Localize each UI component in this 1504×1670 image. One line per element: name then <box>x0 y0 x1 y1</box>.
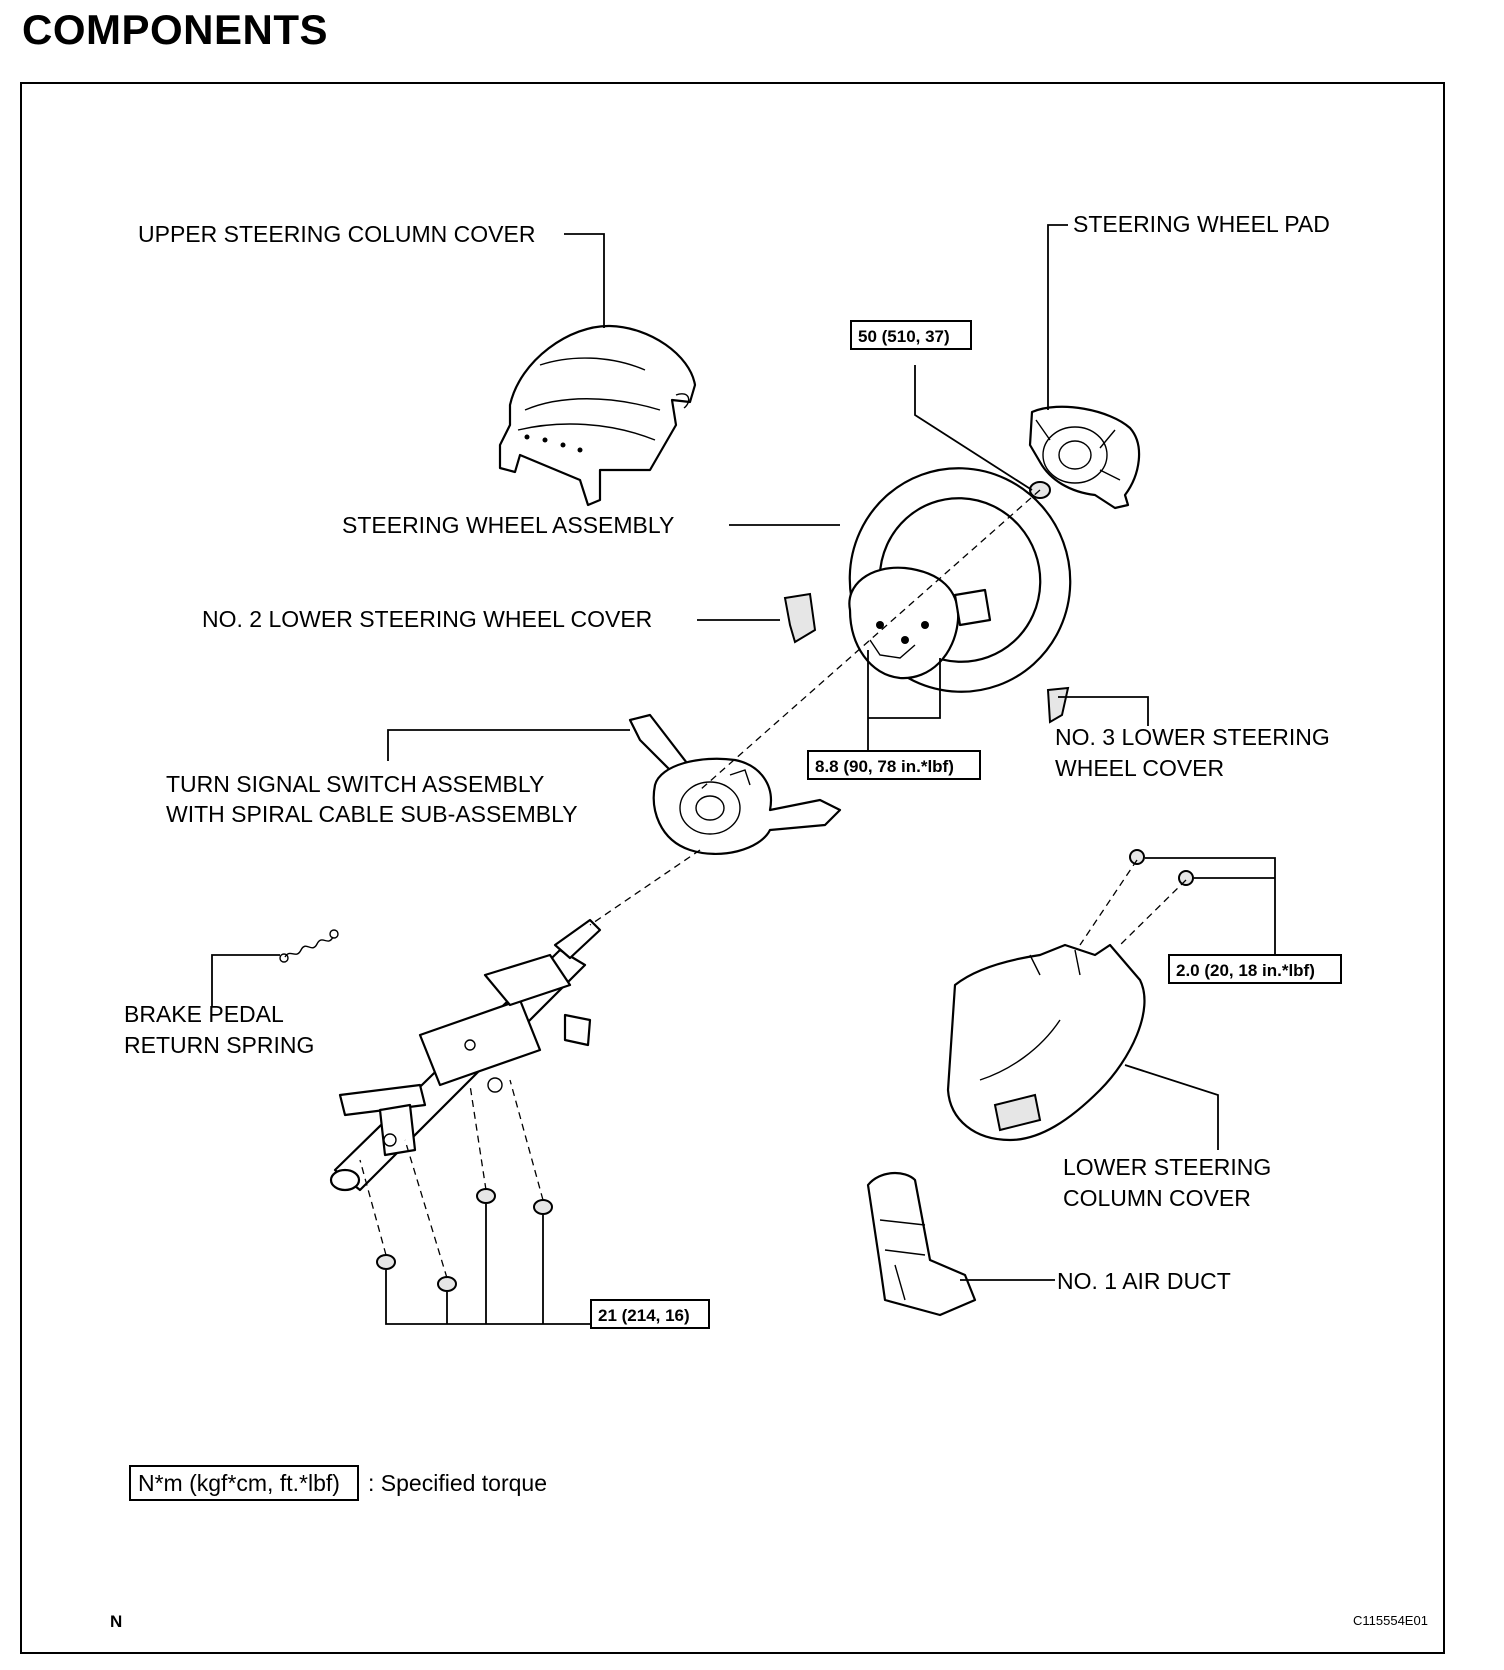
torque-wheel-nut: 50 (510, 37) <box>858 327 950 346</box>
torque-pad-screws: 8.8 (90, 78 in.*lbf) <box>815 757 954 776</box>
label-turn-signal-switch-line1: TURN SIGNAL SWITCH ASSEMBLY <box>166 771 544 797</box>
no2-lower-steering-wheel-cover-drawing <box>783 592 817 644</box>
lower-steering-column-cover-drawing <box>946 943 1146 1142</box>
diagram-frame <box>20 82 1445 1654</box>
torque-box-wheel-nut <box>850 320 972 350</box>
steering-wheel-assembly-drawing <box>848 467 1072 693</box>
legend-unit-text: N*m (kgf*cm, ft.*lbf) <box>138 1470 340 1496</box>
upper-steering-column-cover-drawing <box>498 324 697 507</box>
steering-column-drawing <box>329 918 602 1192</box>
lower-cover-screws <box>1129 849 1194 886</box>
corner-mark: N <box>110 1612 122 1631</box>
torque-box-pad-screws <box>807 750 981 780</box>
legend-description: : Specified torque <box>368 1470 547 1496</box>
label-upper-steering-column-cover: UPPER STEERING COLUMN COVER <box>138 221 535 247</box>
label-steering-wheel-assembly: STEERING WHEEL ASSEMBLY <box>342 512 674 538</box>
no3-lower-steering-wheel-cover-drawing <box>1046 686 1070 724</box>
label-turn-signal-switch-line2: WITH SPIRAL CABLE SUB-ASSEMBLY <box>166 801 578 827</box>
torque-column-nuts: 21 (214, 16) <box>598 1306 690 1325</box>
turn-signal-switch-drawing <box>628 713 842 855</box>
legend-unit-box <box>129 1465 359 1501</box>
no1-air-duct-drawing <box>866 1172 977 1317</box>
label-brake-pedal-return-spring-line2: RETURN SPRING <box>124 1032 314 1058</box>
label-no3-lower-steering-wheel-cover-line2: WHEEL COVER <box>1055 755 1224 781</box>
label-brake-pedal-return-spring-line1: BRAKE PEDAL <box>124 1001 284 1027</box>
torque-box-column-nuts <box>590 1299 710 1329</box>
assembly-axis-lines <box>359 489 1187 1279</box>
leader-lines <box>211 224 1276 1325</box>
label-no3-lower-steering-wheel-cover-line1: NO. 3 LOWER STEERING <box>1055 724 1330 750</box>
torque-cover-screws: 2.0 (20, 18 in.*lbf) <box>1176 961 1315 980</box>
label-steering-wheel-pad: STEERING WHEEL PAD <box>1073 211 1330 237</box>
brake-pedal-return-spring-drawing <box>279 929 339 963</box>
torque-box-cover-screws <box>1168 954 1342 984</box>
column-nuts <box>376 1188 553 1292</box>
figure-code: C115554E01 <box>1353 1613 1428 1628</box>
label-lower-steering-column-cover-line1: LOWER STEERING <box>1063 1154 1271 1180</box>
label-lower-steering-column-cover-line2: COLUMN COVER <box>1063 1185 1251 1211</box>
page-title: COMPONENTS <box>22 6 329 53</box>
label-no1-air-duct: NO. 1 AIR DUCT <box>1057 1268 1231 1294</box>
steering-wheel-pad-drawing <box>1028 405 1141 510</box>
label-no2-lower-steering-wheel-cover: NO. 2 LOWER STEERING WHEEL COVER <box>202 606 652 632</box>
